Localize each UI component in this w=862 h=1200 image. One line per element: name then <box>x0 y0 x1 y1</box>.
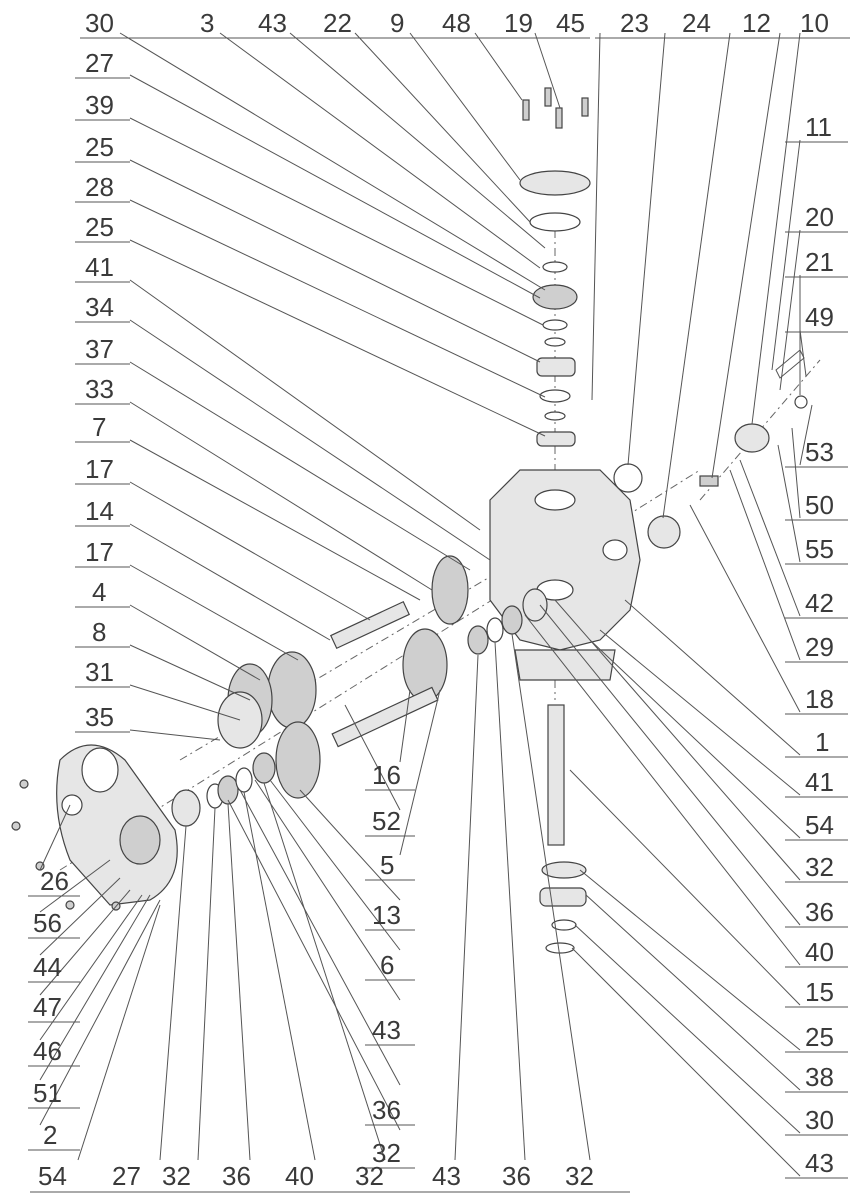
label-center-3: 13 <box>372 900 401 930</box>
bevel-gear <box>532 284 578 310</box>
label-top-6: 19 <box>504 8 533 38</box>
label-bottom-4: 40 <box>285 1161 314 1191</box>
label-top-8: 23 <box>620 8 649 38</box>
cover-plate <box>519 170 591 196</box>
label-top-0: 30 <box>85 8 114 38</box>
label-right-12: 54 <box>805 810 834 840</box>
label-right-18: 38 <box>805 1062 834 1092</box>
label-center-1: 52 <box>372 806 401 836</box>
label-left-12: 17 <box>85 537 114 567</box>
label-right-16: 15 <box>805 977 834 1007</box>
label-right-6: 55 <box>805 534 834 564</box>
label-bottom-8: 32 <box>565 1161 594 1191</box>
label-left-15: 31 <box>85 657 114 687</box>
labels-center: 16 52 5 13 6 43 36 32 <box>372 760 401 1168</box>
label-right-10: 1 <box>815 727 829 757</box>
label-right-3: 49 <box>805 302 834 332</box>
label-right-9: 18 <box>805 684 834 714</box>
gear-right <box>431 555 469 625</box>
label-right-5: 50 <box>805 490 834 520</box>
label-right-7: 42 <box>805 588 834 618</box>
label-center-6: 36 <box>372 1095 401 1125</box>
label-center-7: 32 <box>372 1138 401 1168</box>
label-left-1: 39 <box>85 90 114 120</box>
label-bottom-7: 36 <box>502 1161 531 1191</box>
label-bottom-0: 54 <box>38 1161 67 1191</box>
label-bottom-6: 43 <box>432 1161 461 1191</box>
label-bottom-2: 32 <box>162 1161 191 1191</box>
label-left-0: 27 <box>85 48 114 78</box>
left-screws <box>11 779 121 911</box>
label-left-14: 8 <box>92 617 106 647</box>
label-right-8: 29 <box>805 632 834 662</box>
label-center-5: 43 <box>372 1015 401 1045</box>
label-lower-left-4: 46 <box>33 1036 62 1066</box>
label-top-9: 24 <box>682 8 711 38</box>
labels-top: 30 3 43 22 9 48 19 45 23 24 12 10 <box>85 8 829 38</box>
label-right-19: 30 <box>805 1105 834 1135</box>
label-right-2: 21 <box>805 247 834 277</box>
label-lower-left-0: 26 <box>40 866 69 896</box>
label-left-7: 37 <box>85 334 114 364</box>
label-right-15: 40 <box>805 937 834 967</box>
label-left-16: 35 <box>85 702 114 732</box>
labels-lower-left: 26 56 44 47 46 51 2 <box>33 866 69 1150</box>
label-right-0: 11 <box>805 112 832 142</box>
output-shaft <box>547 704 565 846</box>
labels-bottom: 54 27 32 36 40 32 43 36 32 <box>38 1161 594 1191</box>
label-right-1: 20 <box>805 202 834 232</box>
label-top-4: 9 <box>390 8 404 38</box>
label-right-17: 25 <box>805 1022 834 1052</box>
label-left-3: 28 <box>85 172 114 202</box>
leader-lines <box>39 32 813 1177</box>
label-right-13: 32 <box>805 852 834 882</box>
label-lower-left-6: 2 <box>43 1120 57 1150</box>
label-top-7: 45 <box>556 8 585 38</box>
label-top-3: 22 <box>323 8 352 38</box>
label-left-11: 14 <box>85 496 114 526</box>
label-lower-left-1: 56 <box>33 908 62 938</box>
label-top-10: 12 <box>742 8 771 38</box>
label-left-6: 34 <box>85 292 114 322</box>
label-left-10: 17 <box>85 454 114 484</box>
label-lower-left-2: 44 <box>33 952 62 982</box>
label-left-9: 7 <box>92 412 106 442</box>
label-bottom-1: 27 <box>112 1161 141 1191</box>
label-left-2: 25 <box>85 132 114 162</box>
label-top-2: 43 <box>258 8 287 38</box>
label-top-11: 10 <box>800 8 829 38</box>
label-top-1: 3 <box>200 8 214 38</box>
label-right-14: 36 <box>805 897 834 927</box>
label-center-2: 5 <box>380 850 394 880</box>
label-top-5: 48 <box>442 8 471 38</box>
labels-left: 27 39 25 28 25 41 34 37 33 7 17 14 17 4 … <box>85 48 114 732</box>
label-right-20: 43 <box>805 1148 834 1178</box>
parts-drawing <box>11 87 821 954</box>
labels-right: 11 20 21 49 53 50 55 42 29 18 1 41 54 32… <box>805 112 834 1178</box>
label-left-5: 41 <box>85 252 114 282</box>
label-left-8: 33 <box>85 374 114 404</box>
label-lower-left-3: 47 <box>33 992 62 1022</box>
label-right-4: 53 <box>805 437 834 467</box>
label-center-0: 16 <box>372 760 401 790</box>
label-lower-left-5: 51 <box>33 1078 62 1108</box>
label-left-4: 25 <box>85 212 114 242</box>
label-bottom-5: 32 <box>355 1161 384 1191</box>
top-bolts <box>522 87 589 129</box>
label-right-11: 41 <box>805 767 834 797</box>
label-center-4: 6 <box>380 950 394 980</box>
label-underlines <box>28 37 850 1193</box>
label-bottom-3: 36 <box>222 1161 251 1191</box>
label-left-13: 4 <box>92 577 106 607</box>
